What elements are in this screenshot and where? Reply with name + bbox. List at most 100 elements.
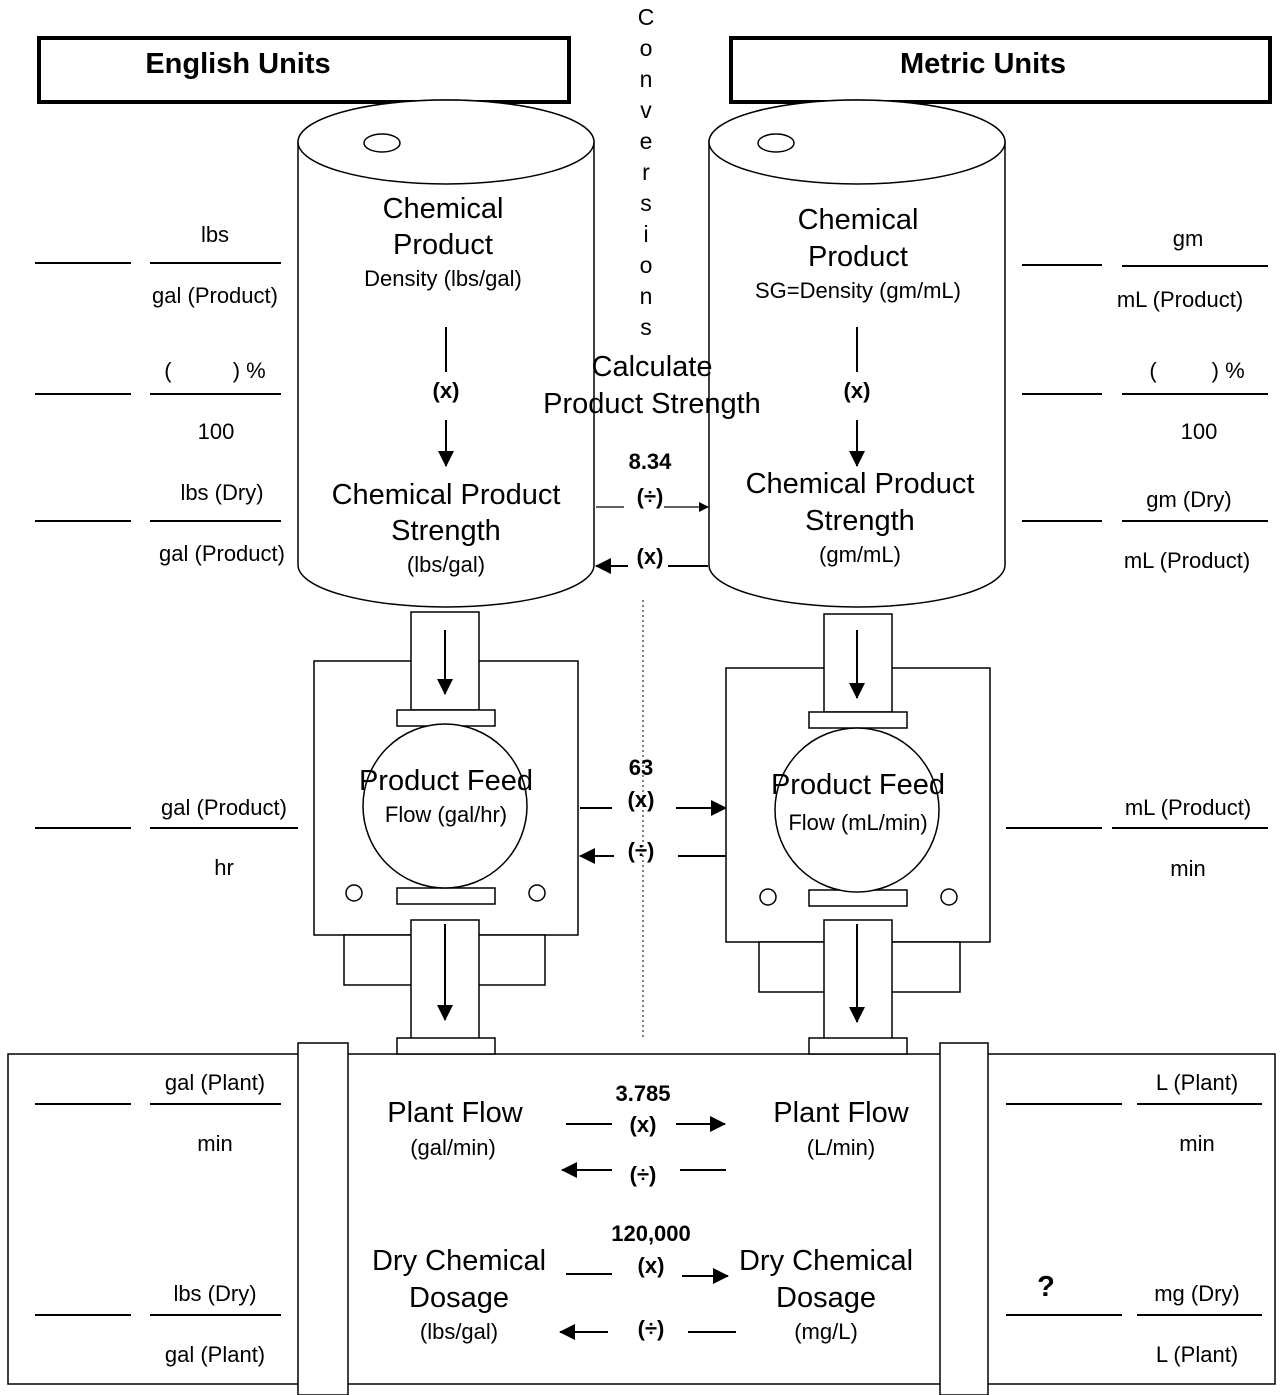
plant-pipe bbox=[7, 1037, 1276, 1395]
fraction-denominator: 100 bbox=[198, 419, 235, 444]
metric-fraction-column: gm mL (Product) ( ) % 100 gm (Dry) mL (P… bbox=[1006, 226, 1268, 1367]
question-mark: ? bbox=[1037, 1271, 1055, 1303]
fraction-product-density: lbs gal (Product) bbox=[35, 222, 281, 308]
conversions-letter: r bbox=[642, 159, 650, 185]
fraction-numerator: ( ) % bbox=[1149, 358, 1244, 383]
right-pump: Product Feed Flow (mL/min) bbox=[725, 613, 991, 1041]
conversion-dosage: Dry Chemical Dosage (lbs/gal) Dry Chemic… bbox=[372, 1221, 913, 1344]
right-drum: Chemical Product SG=Density (gm/mL) (x) … bbox=[708, 99, 1006, 608]
dosage-metric-unit: (mg/L) bbox=[794, 1319, 858, 1344]
fraction-plant-flow: gal (Plant) min bbox=[35, 1070, 281, 1156]
fraction-denominator: mL (Product) bbox=[1117, 287, 1243, 312]
fraction-numerator: lbs bbox=[201, 222, 229, 247]
right-drum-multiply: (x) bbox=[844, 378, 871, 403]
left-drum-density: Density (lbs/gal) bbox=[364, 266, 522, 291]
conversions-letter: n bbox=[640, 283, 653, 309]
right-drum-title-1: Chemical bbox=[798, 204, 919, 236]
conversion-back-op: (÷) bbox=[628, 838, 655, 863]
left-drum-strength-unit: (lbs/gal) bbox=[407, 552, 485, 577]
conversion-forward-op: (x) bbox=[628, 787, 655, 812]
dosage-english-label-2: Dosage bbox=[409, 1282, 509, 1314]
right-drum-strength-1: Chemical Product bbox=[746, 468, 975, 500]
conversion-back-op: (x) bbox=[637, 544, 664, 569]
fraction-numerator: mg (Dry) bbox=[1154, 1281, 1240, 1306]
fraction-percent: ( ) % 100 bbox=[35, 358, 281, 444]
fraction-denominator: 100 bbox=[1181, 419, 1218, 444]
fraction-denominator: min bbox=[1179, 1131, 1214, 1156]
conversions-letter: n bbox=[640, 66, 653, 92]
left-pump-unit: Flow (gal/hr) bbox=[385, 802, 507, 827]
fraction-denominator: gal (Plant) bbox=[165, 1342, 265, 1367]
fraction-denominator: L (Plant) bbox=[1156, 1342, 1238, 1367]
dosage-english-unit: (lbs/gal) bbox=[420, 1319, 498, 1344]
left-drum-strength-1: Chemical Product bbox=[332, 479, 561, 511]
fraction-numerator: lbs (Dry) bbox=[180, 480, 263, 505]
left-drum: Chemical Product Density (lbs/gal) (x) C… bbox=[297, 99, 595, 608]
fraction-denominator: min bbox=[197, 1131, 232, 1156]
conversion-factor: 63 bbox=[629, 755, 653, 780]
fraction-denominator: mL (Product) bbox=[1124, 548, 1250, 573]
fraction-denominator: gal (Product) bbox=[159, 541, 285, 566]
conversions-letter: s bbox=[640, 314, 652, 340]
conversion-strength: 8.34 (÷) (x) bbox=[595, 449, 709, 574]
fraction-product-density: gm mL (Product) bbox=[1022, 226, 1268, 312]
conversions-letter: o bbox=[640, 252, 653, 278]
calculate-label-2: Product Strength bbox=[543, 388, 761, 420]
conversion-forward-op: (x) bbox=[630, 1112, 657, 1137]
conversion-feed-flow: 63 (x) (÷) bbox=[579, 755, 727, 864]
left-pump-label: Product Feed bbox=[359, 765, 533, 797]
conversions-vertical-label: C o n v e r s i o n s bbox=[638, 4, 655, 340]
fraction-numerator: gal (Product) bbox=[161, 795, 287, 820]
right-pump-label: Product Feed bbox=[771, 769, 945, 801]
fraction-dosage: lbs (Dry) gal (Plant) bbox=[35, 1281, 281, 1367]
conversions-letter: v bbox=[640, 97, 652, 123]
calculate-label-1: Calculate bbox=[592, 351, 713, 383]
dosage-english-label-1: Dry Chemical bbox=[372, 1245, 546, 1277]
conversion-back-op: (÷) bbox=[630, 1162, 657, 1187]
conversions-letter: s bbox=[640, 190, 652, 216]
fraction-numerator: lbs (Dry) bbox=[173, 1281, 256, 1306]
fraction-denominator: hr bbox=[214, 855, 234, 880]
english-fraction-column: lbs gal (Product) ( ) % 100 lbs (Dry) ga… bbox=[35, 222, 298, 1367]
plant-flow-english-unit: (gal/min) bbox=[410, 1135, 496, 1160]
conversion-forward-op: (x) bbox=[638, 1253, 665, 1278]
conversion-factor: 3.785 bbox=[615, 1081, 670, 1106]
left-drum-multiply: (x) bbox=[433, 378, 460, 403]
conversion-back-op: (÷) bbox=[638, 1316, 665, 1341]
left-drum-title-1: Chemical bbox=[383, 193, 504, 225]
plant-flow-metric-label: Plant Flow bbox=[773, 1097, 909, 1129]
fraction-numerator: gm bbox=[1173, 226, 1204, 251]
fraction-plant-flow: L (Plant) min bbox=[1006, 1070, 1262, 1156]
right-pump-unit: Flow (mL/min) bbox=[788, 810, 927, 835]
fraction-numerator: ( ) % bbox=[164, 358, 265, 383]
conversion-factor: 8.34 bbox=[629, 449, 673, 474]
conversions-letter: e bbox=[640, 128, 653, 154]
conversion-forward-op: (÷) bbox=[637, 484, 664, 509]
fraction-numerator: gm (Dry) bbox=[1146, 487, 1232, 512]
left-drum-strength-2: Strength bbox=[391, 515, 501, 547]
right-drum-title-2: Product bbox=[808, 241, 908, 273]
left-drum-title-2: Product bbox=[393, 229, 493, 261]
fraction-product-strength: gm (Dry) mL (Product) bbox=[1022, 487, 1268, 573]
fraction-dosage: ? mg (Dry) L (Plant) bbox=[1006, 1271, 1262, 1367]
right-drum-density: SG=Density (gm/mL) bbox=[755, 278, 961, 303]
conversions-letter: i bbox=[643, 221, 648, 247]
conversion-factor: 120,000 bbox=[611, 1221, 691, 1246]
metric-units-title: Metric Units bbox=[900, 48, 1066, 80]
fraction-denominator: min bbox=[1170, 856, 1205, 881]
fraction-product-strength: lbs (Dry) gal (Product) bbox=[35, 480, 285, 566]
fraction-numerator: L (Plant) bbox=[1156, 1070, 1238, 1095]
fraction-feed-flow: gal (Product) hr bbox=[35, 795, 298, 880]
dosage-metric-label-2: Dosage bbox=[776, 1282, 876, 1314]
fraction-percent: ( ) % 100 bbox=[1022, 358, 1268, 444]
conversions-letter: o bbox=[640, 35, 653, 61]
right-drum-strength-unit: (gm/mL) bbox=[819, 542, 901, 567]
conversion-plant-flow: Plant Flow (gal/min) Plant Flow (L/min) … bbox=[387, 1081, 909, 1187]
english-units-title: English Units bbox=[145, 48, 330, 80]
metric-units-header: Metric Units bbox=[729, 36, 1272, 104]
dosage-metric-label-1: Dry Chemical bbox=[739, 1245, 913, 1277]
plant-flow-metric-unit: (L/min) bbox=[807, 1135, 875, 1160]
fraction-feed-flow: mL (Product) min bbox=[1006, 795, 1268, 881]
plant-flow-english-label: Plant Flow bbox=[387, 1097, 523, 1129]
